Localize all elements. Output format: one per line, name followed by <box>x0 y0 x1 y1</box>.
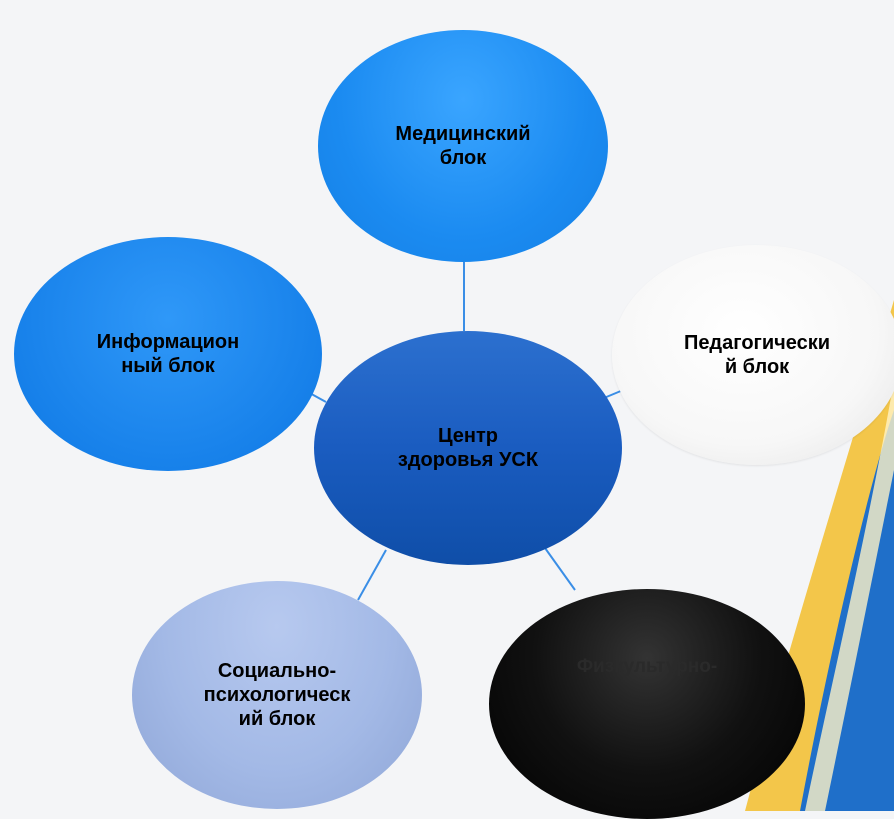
medical-block-node: Медицинский блок <box>318 30 608 262</box>
social-psych-block-node: Социально- психологическ ий блок <box>132 581 422 809</box>
medical-block-label: Медицинский блок <box>395 123 531 169</box>
pedagogical-block-node: Педагогически й блок <box>612 245 894 465</box>
pedagogical-block-label: Педагогически й блок <box>683 332 831 378</box>
connector-physical <box>544 547 576 591</box>
decor-swoosh-blue <box>760 330 894 811</box>
connector-social <box>357 549 387 601</box>
social-psych-block-label: Социально- психологическ ий блок <box>203 660 351 730</box>
health-center-label: Центр здоровья УСК <box>397 425 539 471</box>
health-center-node: Центр здоровья УСК <box>314 331 622 565</box>
informational-block-label: Информацион ный блок <box>96 331 240 377</box>
physical-block-node: Физкультурно- <box>489 589 805 819</box>
informational-block-node: Информацион ный блок <box>14 237 322 471</box>
physical-block-label: Физкультурно- <box>576 656 718 677</box>
